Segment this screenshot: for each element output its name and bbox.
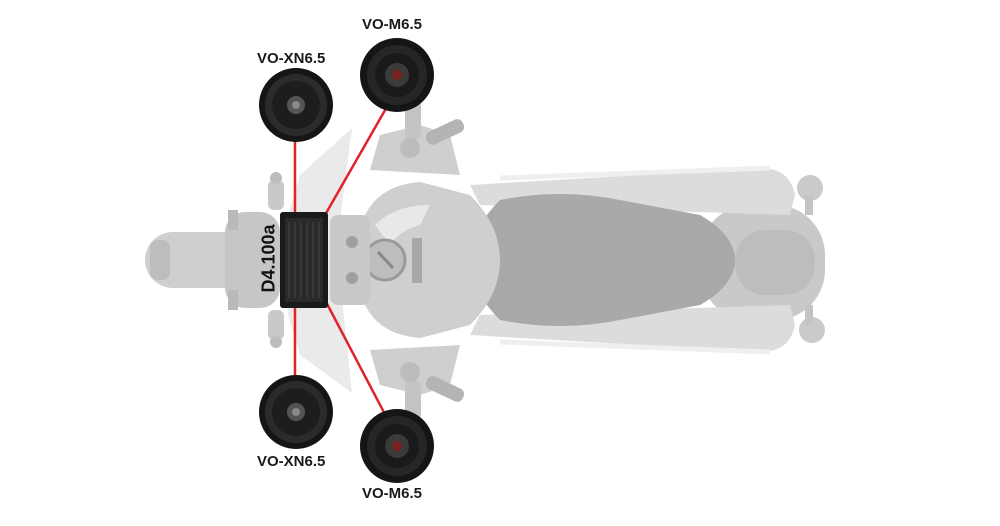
speaker-front-left — [259, 68, 333, 142]
turn-signals — [268, 172, 284, 348]
speaker-rear-left — [259, 375, 333, 449]
wires — [293, 104, 390, 421]
handlebars — [370, 100, 465, 420]
amplifier — [280, 212, 328, 308]
speaker-label-front-left: VO-XN6.5 — [257, 50, 326, 67]
amplifier-label: D4.100a — [258, 224, 279, 293]
speaker-label-rear-left: VO-XN6.5 — [257, 453, 326, 470]
front-fender — [145, 210, 280, 310]
speaker-rear-right — [360, 409, 434, 483]
rear-section — [700, 175, 825, 343]
speaker-front-right — [360, 38, 434, 112]
wire-rear-right — [323, 299, 390, 421]
wire-front-right — [323, 104, 390, 216]
speaker-label-rear-right: VO-M6.5 — [362, 485, 423, 502]
seat — [470, 194, 735, 326]
speaker-label-front-right: VO-M6.5 — [362, 16, 423, 33]
